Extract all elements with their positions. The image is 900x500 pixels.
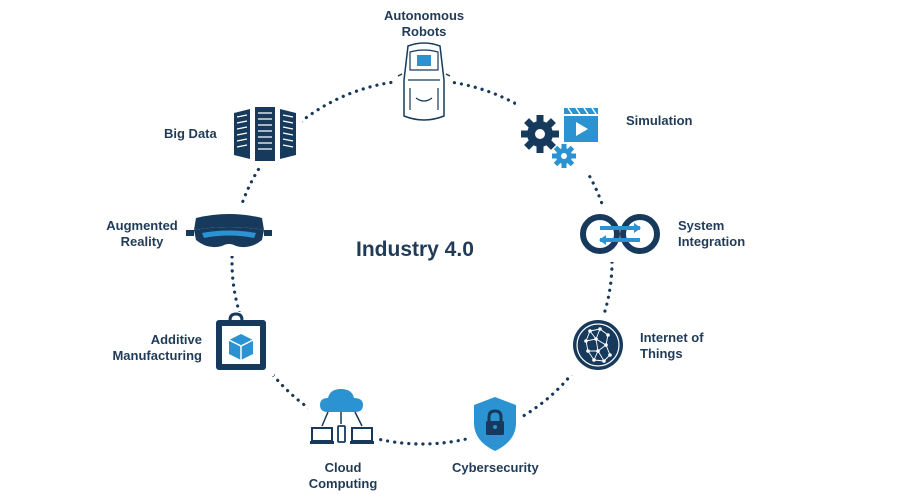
shield-lock-icon xyxy=(468,393,522,455)
3d-printer-cube-icon xyxy=(208,312,274,376)
label-line: Reality xyxy=(120,234,164,249)
label-line: Internet of xyxy=(640,330,704,345)
diagram-title: Industry 4.0 xyxy=(356,238,474,261)
gears-and-video-icon xyxy=(516,100,608,174)
label-system-integration: System Integration xyxy=(678,218,745,250)
autonomous-robot-car-icon xyxy=(396,40,452,126)
label-autonomous-robots: Autonomous Robots xyxy=(384,8,464,40)
server-racks-icon xyxy=(228,103,302,165)
label-line: Robots xyxy=(401,24,447,39)
label-line: Augmented xyxy=(106,218,178,233)
cloud-devices-icon xyxy=(308,384,378,454)
label-cybersecurity: Cybersecurity xyxy=(452,460,539,476)
network-globe-icon xyxy=(570,315,626,375)
label-additive-manufacturing: Additive Manufacturing xyxy=(106,332,202,364)
label-line: Cybersecurity xyxy=(452,460,539,475)
linked-rings-icon xyxy=(578,206,662,262)
label-line: Manufacturing xyxy=(112,348,202,363)
label-line: Integration xyxy=(678,234,746,249)
label-line: Big Data xyxy=(164,126,217,141)
label-internet-of-things: Internet of Things xyxy=(640,330,704,362)
label-augmented-reality: Augmented Reality xyxy=(104,218,180,250)
label-line: Additive xyxy=(150,332,202,347)
label-line: Autonomous xyxy=(384,8,465,23)
label-line: Things xyxy=(640,346,683,361)
ar-headset-icon xyxy=(184,206,274,256)
label-big-data: Big Data xyxy=(164,126,217,142)
label-line: System xyxy=(678,218,725,233)
label-cloud-computing: Cloud Computing xyxy=(306,460,380,492)
label-line: Cloud xyxy=(324,460,362,475)
label-line: Simulation xyxy=(626,113,693,128)
label-simulation: Simulation xyxy=(626,113,692,129)
label-line: Computing xyxy=(308,476,378,491)
